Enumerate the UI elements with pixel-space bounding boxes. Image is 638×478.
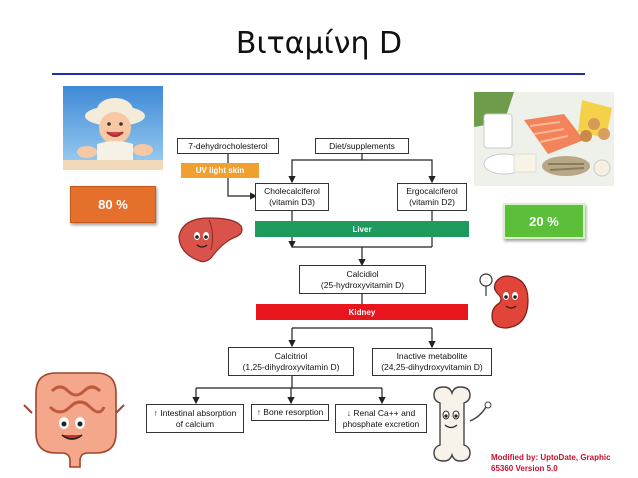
bone-icon: [433, 386, 492, 462]
box-diet-supplements: Diet/supplements: [315, 138, 409, 154]
liver-bar: Liver: [255, 221, 469, 237]
kidney-bar: Kidney: [256, 304, 468, 320]
box-intestinal-absorption: ↑ Intestinal absorption of calcium: [146, 404, 244, 433]
box-label-line2: (1,25-dihydroxyvitamin D): [242, 361, 340, 372]
box-label-line2: (24,25-dihydroxyvitamin D): [381, 362, 483, 372]
box-label-line2: (vitamin D3): [269, 197, 315, 207]
box-ergocalciferol: Ergocalciferol (vitamin D2): [397, 183, 467, 211]
box-label-line1: Calcitriol: [274, 350, 308, 361]
box-7-dehydrocholesterol: 7-dehydrocholesterol: [177, 138, 279, 154]
box-label-line1: Ergocalciferol: [406, 186, 458, 196]
liver-icon: [178, 217, 243, 263]
baby-photo-icon: [63, 86, 163, 170]
kidney-icon: [479, 273, 529, 329]
food-photo-icon: [474, 92, 614, 186]
credit-line1: Modified by: UptoDate, Graphic: [491, 453, 611, 462]
intestine-icon: [23, 372, 125, 468]
box-bone-resorption: ↑ Bone resorption: [251, 404, 329, 421]
box-label-line1: Inactive metabolite: [396, 351, 468, 361]
box-cholecalciferol: Cholecalciferol (vitamin D3): [255, 183, 329, 211]
box-label-line2: phosphate excretion: [342, 418, 420, 429]
badge-80-percent: 80 %: [70, 186, 156, 223]
box-label-line2: (25-hydroxyvitamin D): [320, 279, 405, 290]
box-label-line1: Cholecalciferol: [264, 186, 320, 196]
box-renal-excretion: ↓ Renal Ca++ and phosphate excretion: [335, 404, 427, 433]
source-credit: Modified by: UptoDate, Graphic 65360 Ver…: [491, 452, 638, 474]
box-label: 7-dehydrocholesterol: [188, 140, 268, 151]
box-calcitriol: Calcitriol (1,25-dihydroxyvitamin D): [228, 347, 354, 376]
badge-20-percent: 20 %: [503, 203, 585, 239]
box-label-line2: (vitamin D2): [409, 197, 455, 207]
page-title: Βιταμίνη D: [235, 26, 403, 61]
box-label-line1: ↑ Intestinal absorption: [153, 407, 237, 418]
box-label: ↑ Bone resorption: [256, 407, 324, 417]
box-label-line1: Calcidiol: [346, 268, 379, 279]
title-underline: [52, 73, 585, 75]
box-label: Diet/supplements: [329, 140, 395, 151]
box-inactive-metabolite: Inactive metabolite (24,25-dihydroxyvita…: [372, 348, 492, 376]
box-label-line2: of calcium: [175, 418, 215, 429]
box-label-line1: ↓ Renal Ca++ and: [346, 407, 416, 418]
box-calcidiol: Calcidiol (25-hydroxyvitamin D): [299, 265, 426, 294]
credit-line2: 65360 Version 5.0: [491, 464, 558, 473]
uv-light-skin-bar: UV light skin: [181, 163, 259, 178]
